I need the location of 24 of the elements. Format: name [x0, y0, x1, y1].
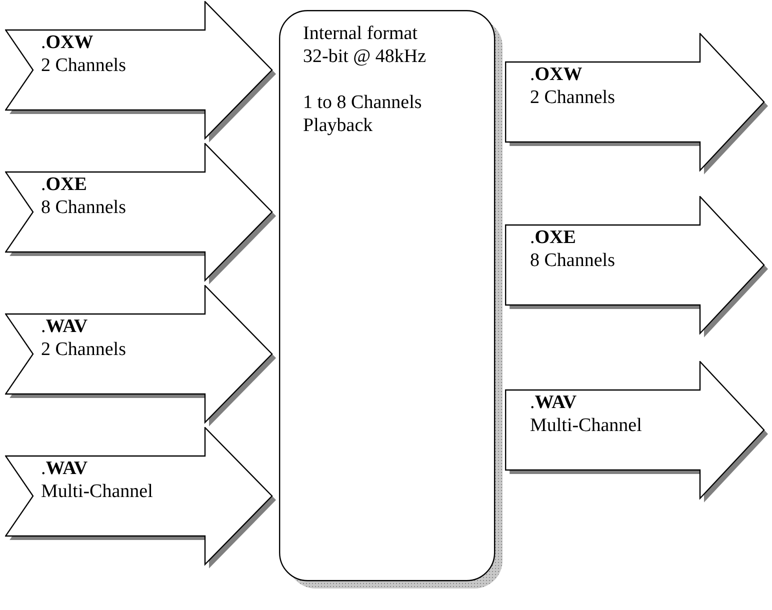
channel-count: 8 Channels — [530, 249, 615, 272]
format-name: .WAV — [41, 457, 89, 480]
format-name: .WAV — [41, 315, 89, 338]
format-name: .OXW — [530, 63, 584, 86]
arrow-shape — [505, 196, 769, 338]
channel-count: 8 Channels — [41, 196, 126, 219]
channel-count: Multi-Channel — [530, 414, 642, 437]
channel-count: Multi-Channel — [41, 480, 153, 503]
channel-count: 2 Channels — [41, 338, 126, 361]
format-name: .WAV — [530, 391, 578, 414]
arrow-shape — [505, 361, 769, 503]
box-description: 1 to 8 Channels Playback — [303, 91, 423, 137]
box-heading: Internal format 32-bit @ 48kHz — [303, 22, 428, 68]
arrow-shape — [5, 1, 277, 143]
arrow-shape — [505, 33, 769, 175]
format-name: .OXE — [41, 173, 88, 196]
arrow-shape — [5, 143, 277, 285]
channel-count: 2 Channels — [41, 54, 126, 77]
arrow-shape — [5, 427, 277, 569]
rounded-box — [279, 10, 504, 590]
format-name: .OXE — [530, 226, 577, 249]
arrow-shape — [5, 285, 277, 427]
channel-count: 2 Channels — [530, 86, 615, 109]
format-name: .OXW — [41, 31, 94, 54]
